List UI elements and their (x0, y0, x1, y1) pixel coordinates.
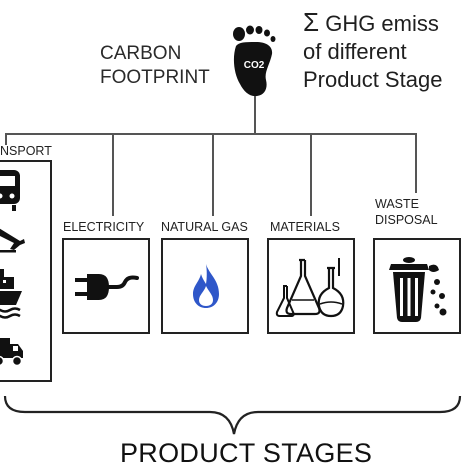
carbon-label-line2: FOOTPRINT (100, 67, 210, 88)
ghg-emissions-title: Σ GHG emiss of different Product Stage (303, 8, 442, 94)
ghg-line1: GHG emiss (325, 11, 439, 36)
truck-icon (0, 338, 23, 367)
carbon-footprint-title: CARBON FOOTPRINT (100, 42, 210, 90)
electricity-box (62, 238, 150, 334)
natural-gas-box (161, 238, 249, 334)
product-stages-label: PRODUCT STAGES (120, 438, 373, 468)
airplane-icon (0, 228, 25, 253)
co2-badge: CO2 (243, 60, 265, 71)
ship-icon (0, 269, 22, 319)
stage-label-electricity: ELECTRICITY (63, 220, 145, 234)
sigma-symbol: Σ (303, 7, 320, 37)
connector-branch-transport (5, 133, 7, 145)
plug-icon (75, 274, 139, 300)
ghg-line2: of different (303, 39, 407, 64)
connector-horizontal (5, 133, 417, 135)
curly-brace (3, 395, 462, 435)
stage-label-waste: WASTE DISPOSAL (375, 196, 438, 228)
stage-label-natural-gas: NATURAL GAS (161, 220, 248, 234)
flasks-icon (275, 258, 345, 318)
flame-icon (193, 264, 219, 308)
connector-branch-electricity (112, 133, 114, 216)
stage-label-materials: MATERIALS (270, 220, 340, 234)
waste-label-line2: DISPOSAL (375, 213, 438, 227)
materials-box (267, 238, 355, 334)
connector-branch-natural-gas (212, 133, 214, 216)
footprint-icon: CO2 (230, 24, 276, 98)
connector-trunk (254, 96, 256, 134)
trash-bin-icon (389, 257, 447, 322)
waste-box (373, 238, 461, 334)
connector-branch-materials (310, 133, 312, 216)
stage-label-transport: NSPORT (0, 144, 52, 158)
train-icon (0, 170, 20, 211)
waste-label-line1: WASTE (375, 197, 419, 211)
connector-branch-waste (415, 133, 417, 193)
transport-panel (0, 160, 52, 382)
ghg-line3: Product Stage (303, 67, 443, 92)
carbon-label-line1: CARBON (100, 43, 182, 64)
